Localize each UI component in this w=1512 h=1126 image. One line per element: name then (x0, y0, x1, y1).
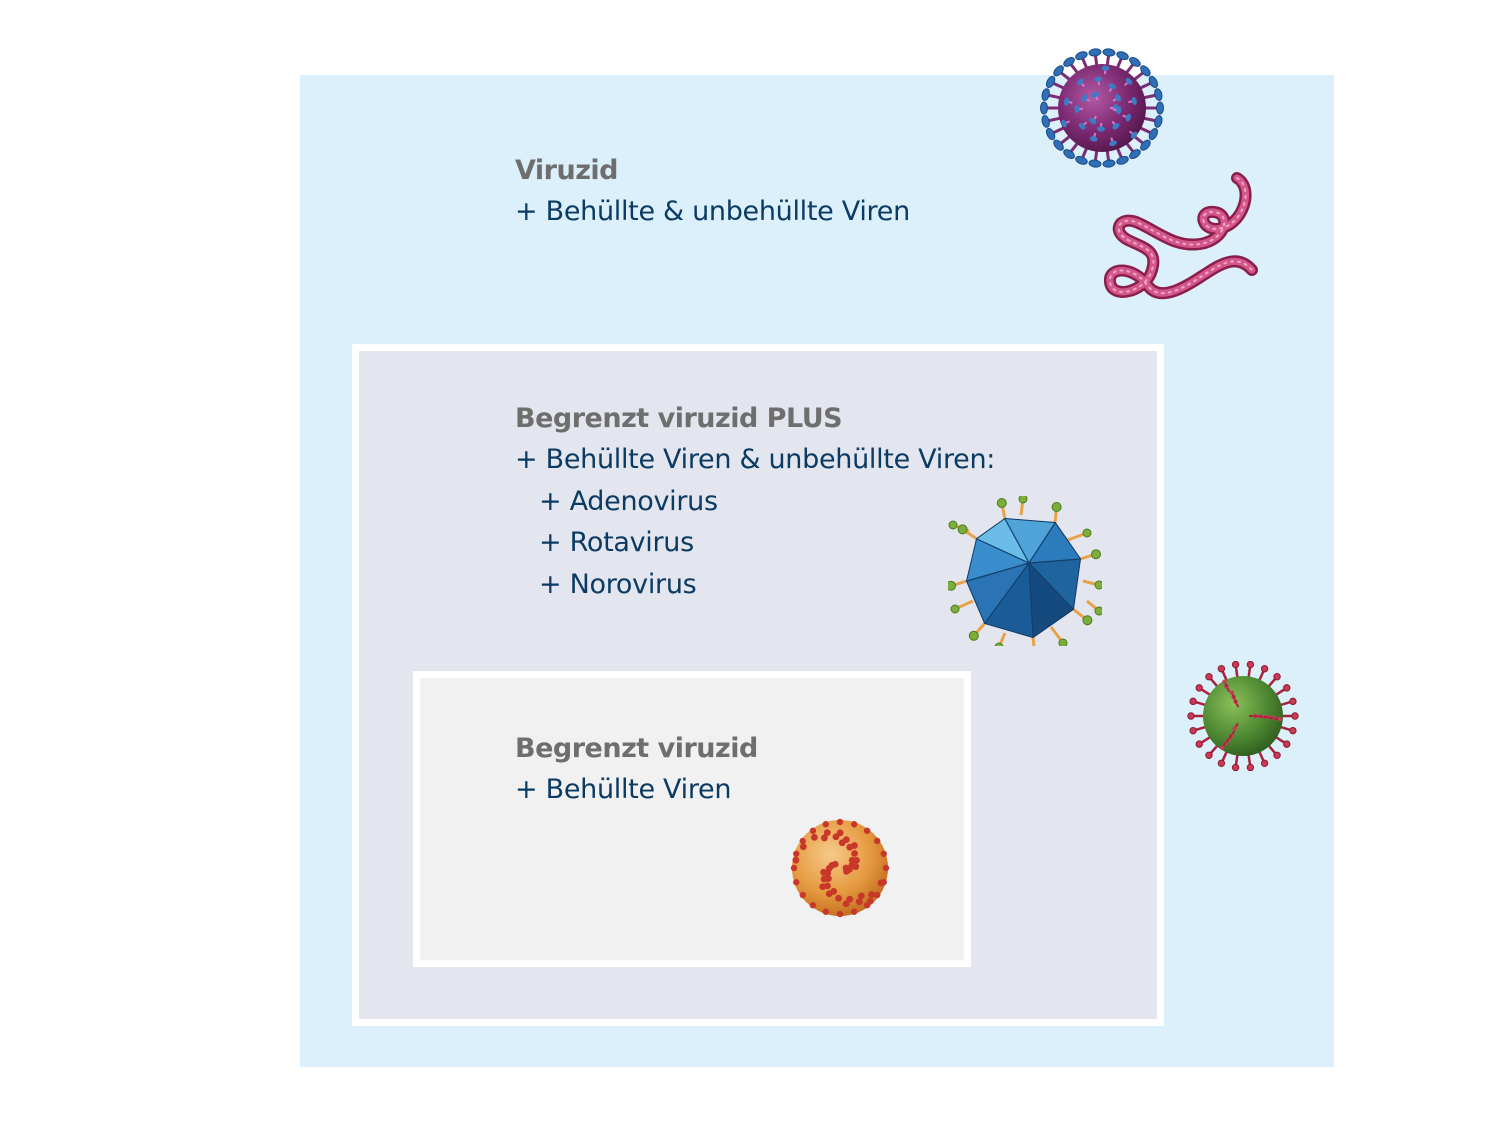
begrenzt-title: Begrenzt viruzid (515, 733, 758, 764)
begrenzt-item: + Behüllte Viren (515, 774, 732, 805)
begrenzt-plus-title: Begrenzt viruzid PLUS (515, 403, 843, 434)
ebola-virus-icon (1104, 172, 1258, 300)
begrenzt-plus-item: + Behüllte Viren & unbehüllte Viren: (515, 444, 996, 475)
coronavirus-icon (1187, 660, 1299, 772)
begrenzt-text: Begrenzt viruzid + Behüllte Viren (515, 728, 758, 811)
spherical-virus-icon (790, 818, 890, 918)
begrenzt-plus-sub-item: + Rotavirus (539, 527, 694, 558)
begrenzt-plus-sub-item: + Norovirus (539, 568, 697, 600)
influenza-virus-icon (1040, 48, 1164, 168)
begrenzt-viruzid-box (413, 671, 971, 967)
adenovirus-icon (948, 496, 1102, 646)
viruzid-title: Viruzid (515, 155, 619, 186)
begrenzt-plus-sub-item: + Adenovirus (539, 485, 718, 517)
viruzid-item: + Behüllte & unbehüllte Viren (515, 196, 910, 227)
begrenzt-plus-text: Begrenzt viruzid PLUS + Behüllte Viren &… (515, 398, 995, 605)
viruzid-text: Viruzid + Behüllte & unbehüllte Viren (515, 150, 910, 233)
